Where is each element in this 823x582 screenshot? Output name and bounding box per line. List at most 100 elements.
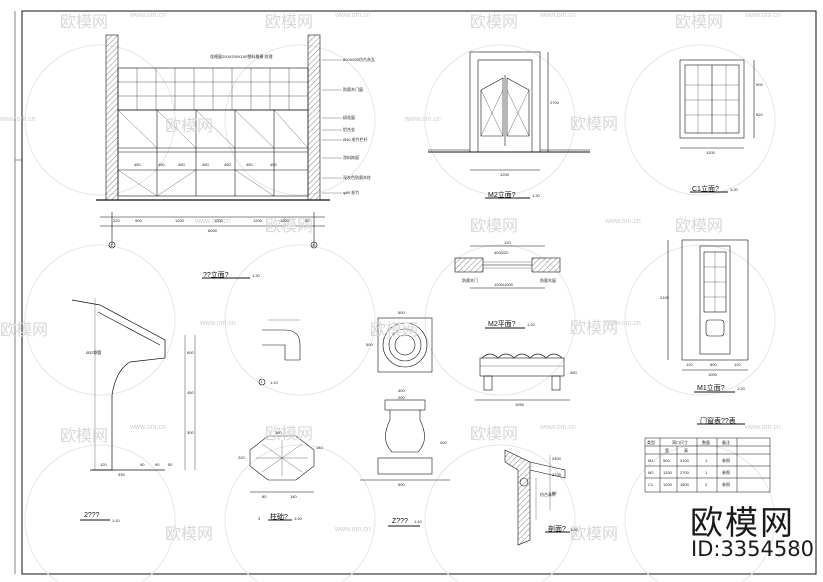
watermark-text: 欧模网 <box>60 426 109 445</box>
note-label: Ø32钢管 <box>86 350 102 355</box>
table-cell: 1800 <box>680 482 689 487</box>
table-header: 洞口尺寸 <box>672 440 688 445</box>
watermark-url: www.om.cn <box>195 218 231 225</box>
table-cell: M2 <box>648 470 654 475</box>
detail-2 <box>249 435 315 521</box>
c1-elevation-scale: 1:20 <box>730 187 738 192</box>
dim-label: 450 <box>246 162 253 167</box>
detail-1-number: 1 <box>260 379 263 384</box>
watermark-text: 欧模网 <box>470 12 519 31</box>
watermark-text: 欧模网 <box>60 12 109 31</box>
watermark-text: 欧模网 <box>165 524 214 543</box>
table-header: 数量 <box>702 440 710 445</box>
m1-elevation-scale: 1:20 <box>737 386 745 391</box>
axis-label: ① <box>110 243 114 248</box>
table-cell: 参照 <box>722 482 730 487</box>
table-cell: M1 <box>648 458 654 463</box>
watermark-circles <box>24 44 776 582</box>
dim-label: 1200 <box>280 218 289 223</box>
watermark-text: 欧模网 <box>470 424 519 443</box>
watermark-text: 欧模网 <box>265 424 314 443</box>
dim-label: 1200 <box>214 218 223 223</box>
dim-label: 500 <box>398 482 405 487</box>
dim-label: 1200 <box>175 218 184 223</box>
note-label: 防腐木门窗 <box>343 87 363 92</box>
roof-detail <box>71 298 196 521</box>
dim-label: 600 <box>187 350 194 355</box>
watermark-url: www.om.cn <box>335 526 371 533</box>
watermark-text: 欧模网 <box>370 320 419 339</box>
note-label: φ80 毛竹 <box>343 190 360 195</box>
dim-label: 450 <box>178 162 185 167</box>
watermark-text: 欧模网 <box>675 216 724 235</box>
dim-label: 2700 <box>550 100 559 105</box>
dim-label: 200 <box>398 395 405 400</box>
dim-label: 500 <box>398 310 405 315</box>
dim-label: 450 <box>270 162 277 167</box>
dim-label: 450 <box>158 162 165 167</box>
m2-plan-scale: 1:20 <box>527 322 535 327</box>
watermark-url: www.om.cn <box>540 424 576 431</box>
sheet-frame <box>21 10 817 575</box>
dim-label: 60 <box>552 490 557 495</box>
column-base-scale: 1:20 <box>294 516 302 521</box>
dim-label: 400 <box>440 440 447 445</box>
dim-label: 90 <box>140 462 145 467</box>
dim-label: 90 <box>155 462 160 467</box>
watermark-url: www.om.cn <box>745 12 781 19</box>
detail-2-scale: 1:10 <box>112 518 120 523</box>
elevation-1-scale: 1:20 <box>252 273 260 278</box>
table-title: 门窗表??表 <box>700 418 736 425</box>
detail-1-scale: 1:10 <box>270 380 278 385</box>
m1-elevation <box>667 239 749 393</box>
dim-label: 1200 <box>253 218 262 223</box>
table-cell: 2700 <box>680 470 689 475</box>
watermark-text: 欧模网 <box>0 320 49 339</box>
dim-label: 330 <box>118 472 125 477</box>
dim-label: 900 <box>135 218 142 223</box>
table-cell: 1200 <box>663 470 672 475</box>
dim-label: 120 <box>504 240 511 245</box>
watermark-url: www.om.cn <box>405 116 441 123</box>
dim-label: 6000 <box>208 228 217 233</box>
m2-elevation-title: M2立面? <box>488 192 516 199</box>
watermark-text: 欧模网 <box>570 114 619 133</box>
dim-label: 1200 <box>500 172 509 177</box>
dim-label: 2400 <box>552 456 561 461</box>
watermark-url: www.om.cn <box>130 12 166 19</box>
dim-label: 220 <box>238 455 245 460</box>
watermark-url: www.om.cn <box>745 424 781 431</box>
watermark-url: www.om.cn <box>335 12 371 19</box>
dim-label: 80 <box>262 494 267 499</box>
dim-label: 120 <box>100 462 107 467</box>
watermark-text: 欧模网 <box>265 216 314 235</box>
watermark-url: www.om.cn <box>200 320 236 327</box>
note-label: 铝合金 <box>343 127 355 132</box>
watermark-text: 欧模网 <box>470 216 519 235</box>
m2-plan <box>454 245 561 329</box>
dim-label: 1200 <box>706 150 715 155</box>
detail-5-scale: 1:20 <box>570 527 578 532</box>
detail-4-scale: 1:10 <box>414 519 422 524</box>
dim-label: 140 <box>316 445 323 450</box>
dim-label: 140 <box>290 494 297 499</box>
table-header: 备注 <box>722 440 730 445</box>
dim-label: 1200/1000 <box>494 282 513 287</box>
dim-label: 1050 <box>515 402 524 407</box>
footer-brand: 欧模网 <box>690 503 795 542</box>
watermark-text: 欧模网 <box>165 116 214 135</box>
elevation-1 <box>96 34 342 279</box>
detail-5-title: 剖面? <box>548 526 566 533</box>
note-label: 深灰色防腐木柱 <box>343 175 371 180</box>
dim-label: 820 <box>756 112 763 117</box>
dim-label: 400 <box>398 388 405 393</box>
door-window-table <box>644 423 771 493</box>
note-label: 防腐木门 <box>462 278 478 283</box>
m2-elevation-scale: 1:20 <box>532 193 540 198</box>
dim-label: 300 <box>187 430 194 435</box>
dim-label: 800 <box>710 362 717 367</box>
dim-label: 120 <box>686 362 693 367</box>
watermark-url: www.om.cn <box>605 320 641 327</box>
table-cell: 900 <box>663 458 670 463</box>
